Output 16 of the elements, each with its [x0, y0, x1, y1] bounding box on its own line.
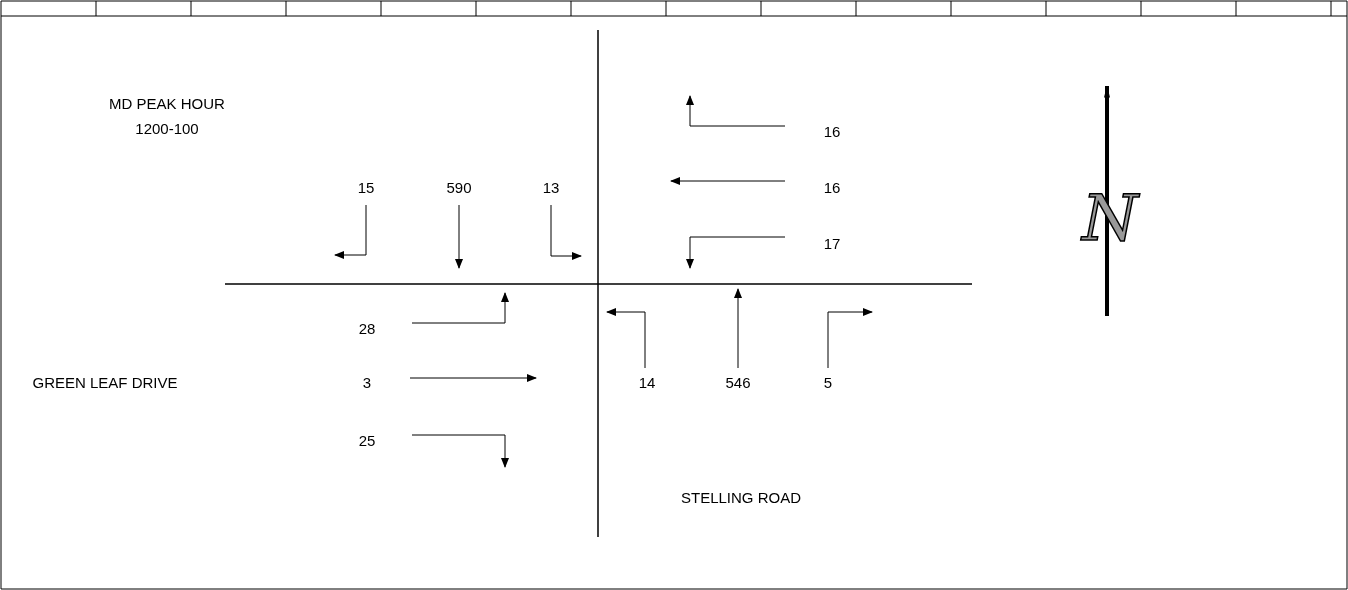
street-name: STELLING ROAD [681, 488, 801, 506]
volume-label: 13 [542, 178, 560, 196]
volume-label: 14 [638, 373, 656, 391]
volume-label: 15 [357, 178, 375, 196]
volume-label: 5 [823, 373, 833, 391]
volume-label: 25 [358, 431, 376, 449]
volume-label: 546 [725, 373, 751, 391]
volume-label: 16 [823, 178, 841, 196]
volume-label: 16 [823, 122, 841, 140]
time-period-label: MD PEAK HOUR [109, 94, 225, 112]
volume-label: 17 [823, 234, 841, 252]
volume-label: 590 [446, 178, 472, 196]
street-name: GREEN LEAF DRIVE [32, 373, 178, 391]
volume-label: 3 [362, 373, 372, 391]
volume-label: 28 [358, 319, 376, 337]
time-period-label: 1200-100 [135, 119, 199, 137]
